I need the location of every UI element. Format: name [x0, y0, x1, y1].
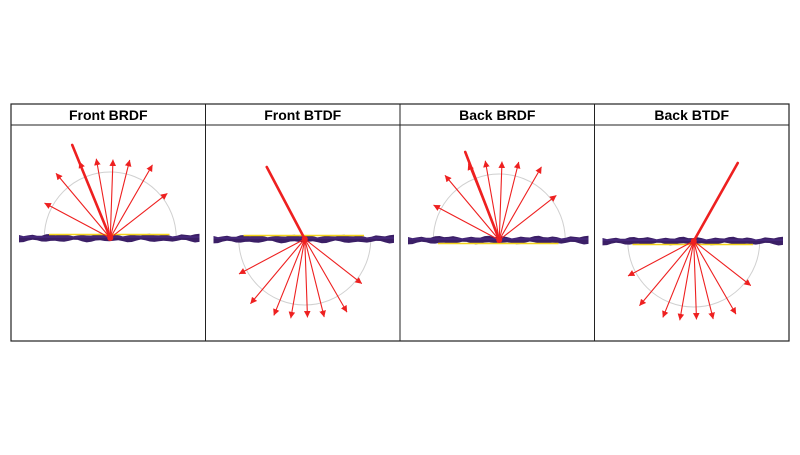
panel-front-brdf: Front BRDF	[19, 107, 200, 243]
scattered-ray	[693, 240, 715, 320]
table-frame	[10, 103, 790, 342]
impact-point	[496, 237, 503, 243]
hemisphere-outline	[238, 238, 372, 306]
panel-back-btdf: Back BTDF	[602, 107, 783, 321]
panel-title: Back BRDF	[459, 107, 536, 123]
scattered-ray	[433, 204, 500, 241]
scattered-ray	[238, 238, 306, 275]
impact-point	[301, 236, 308, 242]
scattered-ray	[304, 238, 348, 313]
scattered-ray	[444, 175, 500, 241]
scattered-ray	[662, 240, 695, 318]
scattered-ray	[109, 193, 168, 239]
scattered-ray	[304, 238, 363, 284]
scattered-ray	[677, 240, 695, 321]
scattered-ray	[273, 238, 306, 316]
hemisphere-outline	[627, 240, 761, 308]
scattered-ray	[288, 238, 306, 319]
scattered-ray	[250, 238, 306, 304]
panel-front-btdf: Front BTDF	[213, 107, 394, 319]
scattered-ray	[109, 159, 132, 239]
scattered-ray	[109, 164, 153, 239]
scattered-ray	[44, 202, 111, 239]
scattered-ray	[639, 240, 695, 306]
scattered-ray	[304, 238, 326, 318]
panel-back-brdf: Back BRDF	[408, 107, 589, 245]
scattered-ray	[467, 163, 500, 241]
incident-ray	[265, 165, 307, 241]
panel-title: Front BTDF	[264, 107, 341, 123]
scattered-ray	[498, 161, 521, 241]
scattered-ray	[627, 240, 695, 277]
impact-point	[690, 238, 697, 244]
scattered-ray	[498, 195, 557, 241]
scattered-ray	[109, 159, 117, 239]
scattered-ray	[693, 240, 737, 315]
panel-title: Front BRDF	[69, 107, 148, 123]
scattered-ray	[498, 161, 506, 241]
hemisphere-outline	[43, 171, 177, 239]
scattered-ray	[693, 240, 752, 286]
scattered-ray	[78, 161, 111, 239]
scattered-ray	[94, 158, 111, 239]
hemisphere-outline	[432, 173, 566, 241]
impact-point	[107, 235, 114, 241]
scattered-ray	[303, 238, 311, 318]
scattered-ray	[692, 240, 700, 320]
scattered-ray	[498, 166, 542, 241]
scattered-ray	[483, 160, 500, 241]
incident-ray	[692, 161, 740, 243]
panel-title: Back BTDF	[654, 107, 729, 123]
scattered-ray	[55, 173, 111, 239]
panels: Front BRDF Front BTDF Back BRDF Back BTDF	[19, 107, 783, 321]
